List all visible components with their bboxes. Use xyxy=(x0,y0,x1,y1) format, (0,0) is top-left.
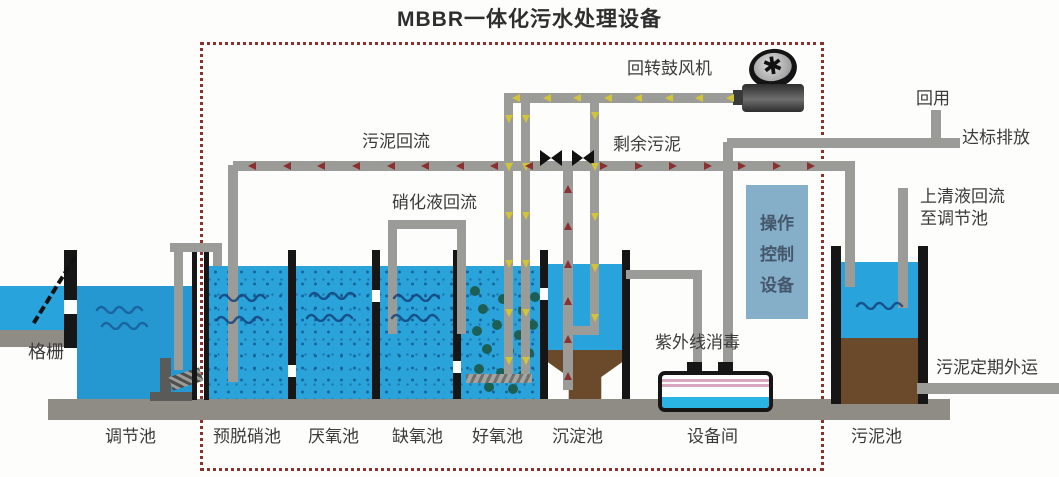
air-flow-arrows xyxy=(512,94,734,102)
pump-riser-pipe xyxy=(174,250,183,370)
water-wave-icon xyxy=(855,301,904,310)
water-wave-icon xyxy=(218,293,267,302)
blower-inlet-nub xyxy=(733,90,743,105)
tank-label-anaerobic: 厌氧池 xyxy=(308,427,359,446)
bar-screen-label: 格栅 xyxy=(28,342,64,362)
page-title: MBBR一体化污水处理设备 xyxy=(397,8,662,31)
inlet-wall-lower xyxy=(64,314,77,348)
tank-label-equipment-room: 设备间 xyxy=(687,427,738,446)
uv-inlet-nub xyxy=(718,362,733,372)
ground-base xyxy=(48,399,950,420)
tank-wall xyxy=(622,250,630,399)
settler-outlet-pipe xyxy=(626,270,702,279)
pre-denitrification-tank-water xyxy=(209,266,288,399)
uv-disinfection-unit xyxy=(658,371,773,412)
sludge-removal-pipe xyxy=(917,383,1059,394)
tank-wall xyxy=(540,300,548,399)
uv-disinfection-label: 紫外线消毒 xyxy=(655,333,740,352)
sludge-riser-pipe xyxy=(563,168,573,390)
tank-label-pre-denitrification: 预脱硝池 xyxy=(213,427,281,446)
tank-wall xyxy=(204,248,209,400)
sludge-tank-sludge xyxy=(841,338,918,404)
tank-wall xyxy=(288,250,296,365)
tank-label-sedimentation: 沉淀池 xyxy=(552,427,603,446)
sedimentation-tank-water xyxy=(548,264,622,362)
inlet-channel-floor xyxy=(0,330,66,347)
airlift-elbow-pipe xyxy=(567,326,599,335)
water-wave-icon xyxy=(308,291,357,300)
aeration-diffuser xyxy=(466,374,532,383)
tank-label-anoxic: 缺氧池 xyxy=(392,427,443,446)
reuse-label: 回用 xyxy=(916,89,950,108)
air-drop-pipe xyxy=(521,103,530,375)
inlet-water xyxy=(0,286,64,330)
tank-wall xyxy=(372,250,380,290)
water-wave-icon xyxy=(100,321,149,330)
sludge-return-downpipe xyxy=(228,165,238,382)
tank-label-equalization: 调节池 xyxy=(105,427,156,446)
mbbr-media-icon xyxy=(470,286,480,296)
uv-outlet-riser-pipe xyxy=(723,142,733,374)
pump-base xyxy=(150,392,192,401)
water-wave-icon xyxy=(392,293,441,302)
overwall-bracket-pipe xyxy=(170,243,222,252)
discharge-pipe xyxy=(727,138,960,148)
blower-body xyxy=(742,84,804,112)
air-flow-arrows xyxy=(590,112,599,322)
sludge-return-pipe xyxy=(233,161,855,171)
nitrification-return-pipe-right xyxy=(457,224,466,334)
uv-inlet-nub xyxy=(687,362,702,372)
control-panel-text: 设备 xyxy=(760,275,794,295)
air-drop-pipe xyxy=(504,103,513,375)
tank-label-sludge-tank: 污泥池 xyxy=(851,427,902,446)
nitrification-return-label: 硝化液回流 xyxy=(392,193,477,212)
sludge-return-label: 污泥回流 xyxy=(362,132,430,151)
nitrification-return-pipe-left xyxy=(388,224,397,334)
water-wave-icon xyxy=(390,313,439,322)
discharge-label: 达标排放 xyxy=(962,128,1030,147)
supernatant-return-label: 至调节池 xyxy=(920,209,988,228)
sludge-removal-label: 污泥定期外运 xyxy=(936,358,1038,377)
sludge-tank-wall-right xyxy=(918,246,928,404)
tank-label-aerobic: 好氧池 xyxy=(472,427,523,446)
water-wave-icon xyxy=(305,313,354,322)
excess-sludge-downpipe xyxy=(845,165,855,287)
submersible-pump xyxy=(160,358,171,400)
inlet-wall-upper xyxy=(64,250,77,300)
reuse-riser-pipe xyxy=(931,110,941,142)
excess-sludge-arrows xyxy=(600,162,815,170)
excess-sludge-label: 剩余污泥 xyxy=(613,135,681,154)
control-panel-text: 控制 xyxy=(760,244,794,264)
nitrification-return-pipe-top xyxy=(388,220,466,229)
sludge-flow-arrows xyxy=(563,185,573,380)
water-wave-icon xyxy=(95,305,144,314)
control-panel: 操作 控制 设备 xyxy=(746,185,808,319)
tank-wall xyxy=(540,250,548,288)
anaerobic-tank-water xyxy=(296,266,372,399)
tank-wall xyxy=(192,248,197,400)
uv-feed-downpipe xyxy=(693,274,702,374)
tank-wall xyxy=(288,377,296,399)
supernatant-return-pipe xyxy=(898,188,908,308)
blower-label: 回转鼓风机 xyxy=(627,59,712,78)
valve-icon xyxy=(572,150,594,166)
tank-wall xyxy=(372,302,380,399)
control-panel-text: 操作 xyxy=(760,213,794,233)
tank-wall xyxy=(453,373,461,399)
sludge-tank-wall-left xyxy=(831,246,841,404)
water-wave-icon xyxy=(215,315,264,324)
air-header-pipe xyxy=(504,93,744,103)
sludge-return-arrows xyxy=(248,162,533,170)
equipment-boundary xyxy=(200,42,824,471)
valve-icon xyxy=(540,150,562,166)
air-flow-arrows xyxy=(521,115,530,365)
air-flow-arrows xyxy=(504,115,513,365)
supernatant-return-label: 上清液回流 xyxy=(920,187,1005,206)
